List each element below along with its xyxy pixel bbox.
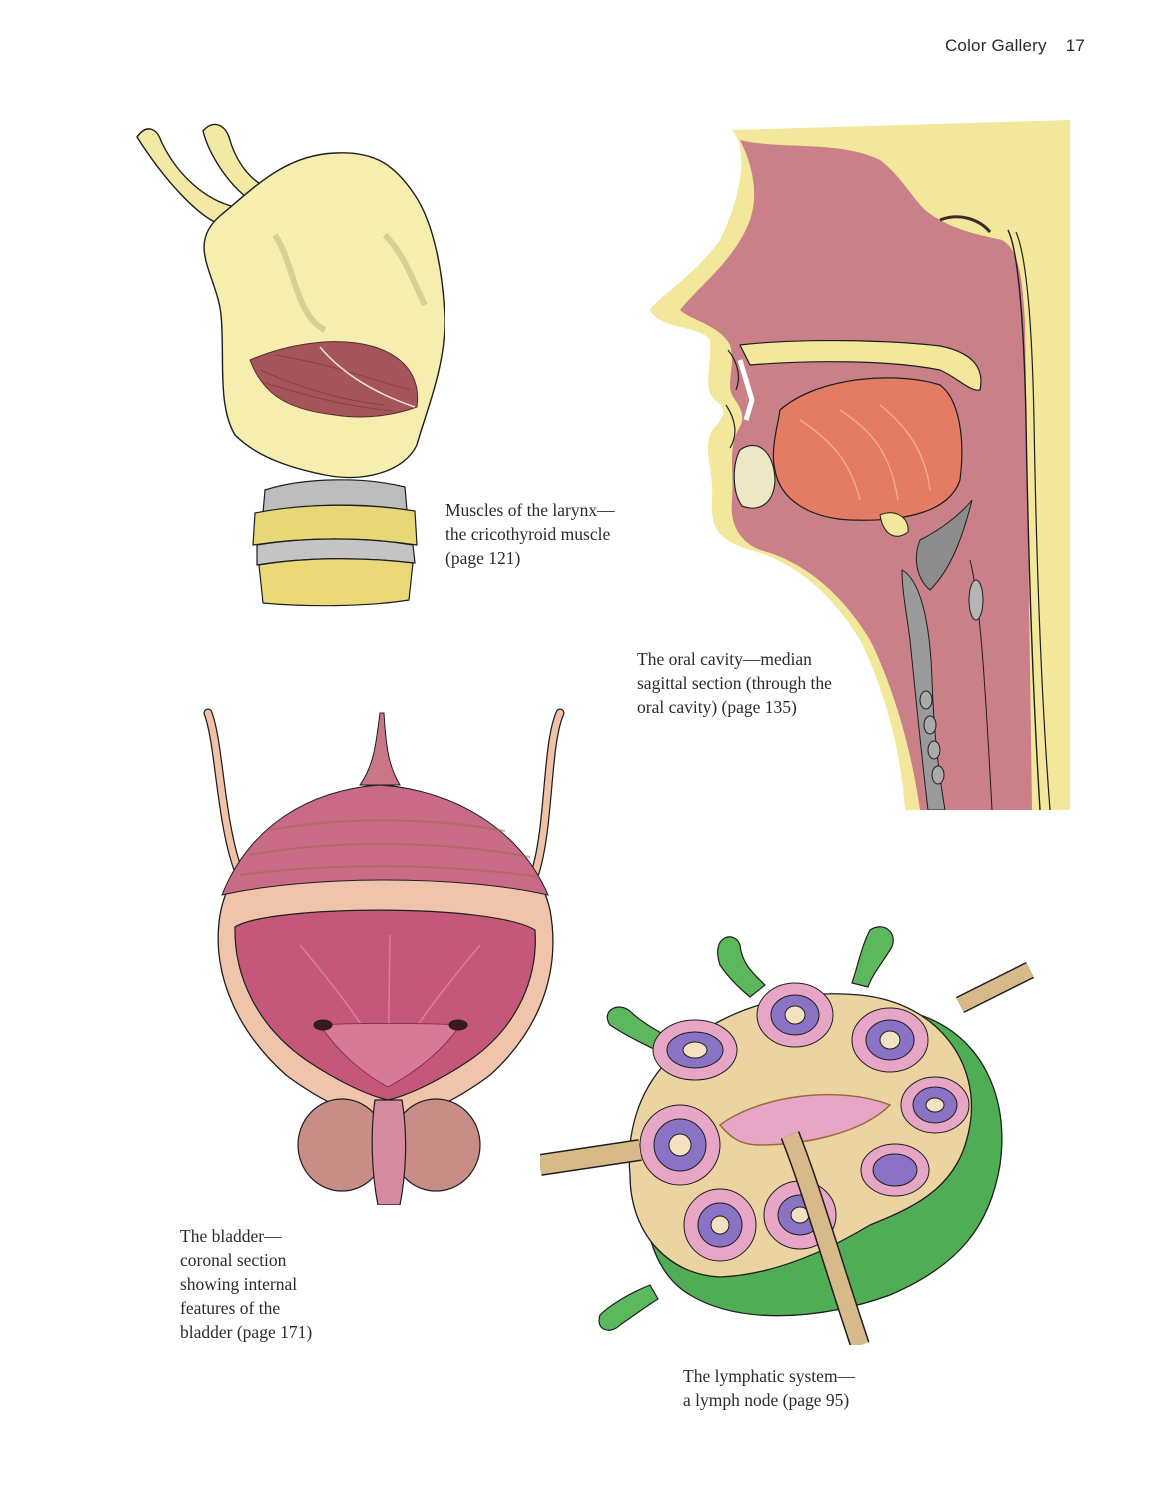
oral-cavity-illustration <box>650 120 1070 810</box>
figure-bladder <box>190 705 590 1205</box>
figure-lymph-node <box>540 925 1040 1345</box>
page-number: 17 <box>1065 36 1085 55</box>
lymph-node-illustration <box>540 926 1035 1345</box>
caption-larynx: Muscles of the larynx— the cricothyroid … <box>445 500 615 568</box>
caption-oral-cavity: The oral cavity—median sagittal section … <box>637 649 832 717</box>
larynx-illustration <box>136 123 445 607</box>
caption-bladder: The bladder— coronal section showing int… <box>180 1226 313 1342</box>
running-header: Color Gallery 17 <box>945 36 1085 56</box>
bladder-illustration <box>203 708 565 1205</box>
figure-oral-cavity <box>640 120 1070 810</box>
section-title: Color Gallery <box>944 36 1047 55</box>
caption-lymph-node: The lymphatic system— a lymph node (page… <box>683 1366 856 1410</box>
figure-larynx <box>125 115 445 615</box>
